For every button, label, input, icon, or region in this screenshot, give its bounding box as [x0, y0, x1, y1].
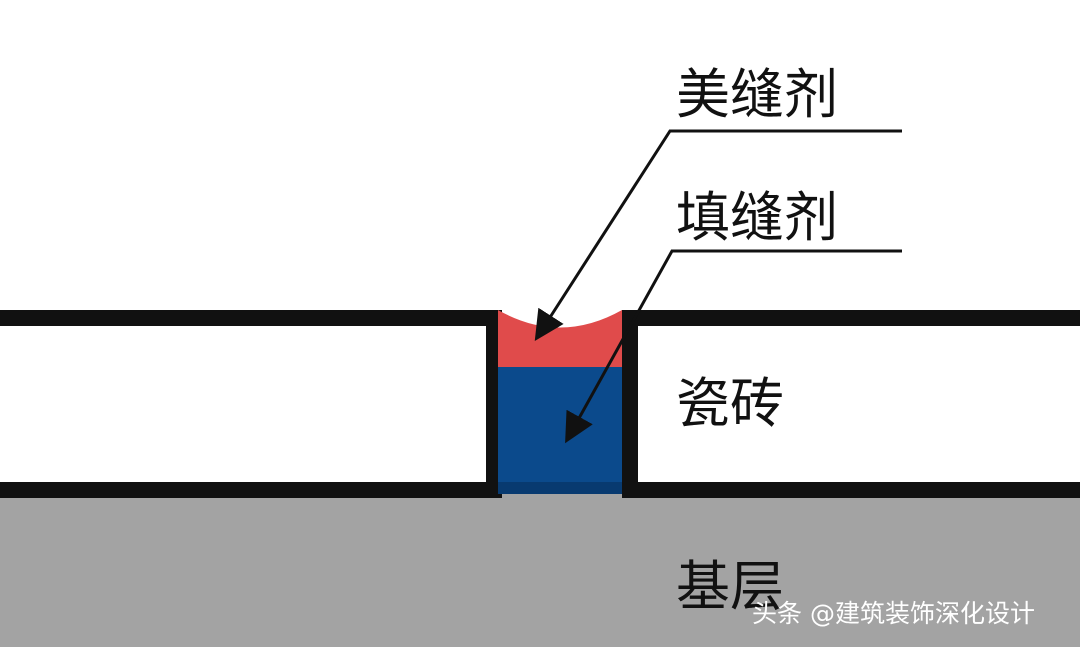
label-base: 基层	[676, 555, 784, 618]
base-layer	[0, 494, 1080, 647]
label-filler: 填缝剂	[676, 186, 838, 249]
tile-right	[622, 310, 1080, 498]
tile-left	[0, 310, 502, 498]
label-tile: 瓷砖	[676, 372, 784, 435]
watermark: 头条 @建筑装饰深化设计	[752, 599, 1035, 628]
filler-fill	[498, 367, 622, 494]
label-grout: 美缝剂	[676, 63, 838, 126]
filler-bottom-edge	[498, 482, 622, 494]
filler-leader-line	[565, 249, 902, 444]
grout-leader-line	[534, 129, 902, 342]
grout-fill	[498, 310, 622, 367]
